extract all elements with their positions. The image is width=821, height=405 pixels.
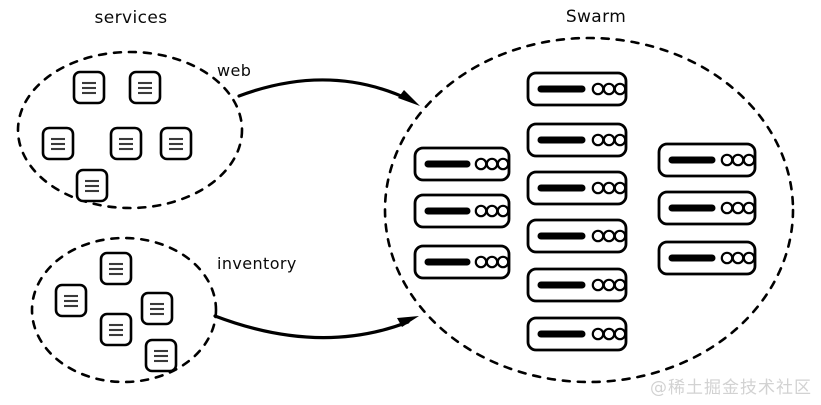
node-icon-dot-3 [496, 255, 510, 269]
swarm-column-right [657, 142, 757, 276]
service-icon[interactable] [144, 338, 178, 373]
services-inventory-boundary [30, 236, 218, 384]
node-icon-dot-3 [613, 181, 627, 195]
node-icon[interactable] [413, 146, 511, 182]
node-icon-dot-3 [613, 278, 627, 292]
node-icon[interactable] [657, 190, 757, 226]
node-icon-dot-3 [742, 201, 756, 215]
service-icon[interactable] [140, 291, 174, 326]
services-web-group[interactable] [16, 50, 244, 210]
node-icon-dot-3 [742, 251, 756, 265]
service-icon[interactable] [72, 70, 106, 105]
node-icon-dot-3 [742, 153, 756, 167]
edge-inventory[interactable]: inventory [213, 254, 419, 340]
edge-web-label: web [217, 61, 251, 80]
service-icon[interactable] [99, 251, 133, 286]
swarm-column-left [413, 146, 511, 280]
node-icon[interactable] [526, 170, 628, 206]
node-icon[interactable] [526, 218, 628, 254]
services-group-title: services [95, 8, 168, 28]
node-icon[interactable] [413, 193, 511, 229]
edge-inventory-label: inventory [217, 254, 297, 273]
node-icon-dot-3 [613, 82, 627, 96]
node-icon[interactable] [413, 244, 511, 280]
swarm-column-center [526, 71, 628, 352]
node-icon[interactable] [526, 316, 628, 352]
service-icon[interactable] [99, 312, 133, 347]
service-icon[interactable] [75, 168, 109, 203]
edge-inventory-arrowhead [397, 316, 419, 327]
service-icon[interactable] [128, 70, 162, 105]
node-icon-dot-3 [613, 229, 627, 243]
edge-web-curve [237, 78, 412, 102]
edge-inventory-curve [213, 314, 410, 340]
node-icon-dot-3 [613, 133, 627, 147]
watermark: @稀土掘金技术社区 [650, 378, 812, 398]
service-icon[interactable] [54, 283, 88, 318]
node-icon[interactable] [657, 142, 757, 178]
services-inventory-group[interactable] [30, 236, 218, 384]
swarm-group[interactable] [383, 36, 795, 384]
node-icon-dot-3 [613, 327, 627, 341]
swarm-boundary [383, 36, 795, 384]
node-icon-dot-3 [496, 204, 510, 218]
service-icon[interactable] [41, 126, 75, 161]
swarm-group-title: Swarm [566, 7, 626, 27]
services-web-boundary [16, 50, 244, 210]
node-icon[interactable] [526, 71, 628, 107]
node-icon[interactable] [657, 240, 757, 276]
node-icon[interactable] [526, 267, 628, 303]
node-icon[interactable] [526, 122, 628, 158]
edge-web[interactable]: web [217, 61, 420, 106]
edge-web-arrowhead [398, 90, 420, 106]
node-icon-dot-3 [496, 157, 510, 171]
service-icon[interactable] [159, 126, 193, 161]
service-icon[interactable] [109, 126, 143, 161]
